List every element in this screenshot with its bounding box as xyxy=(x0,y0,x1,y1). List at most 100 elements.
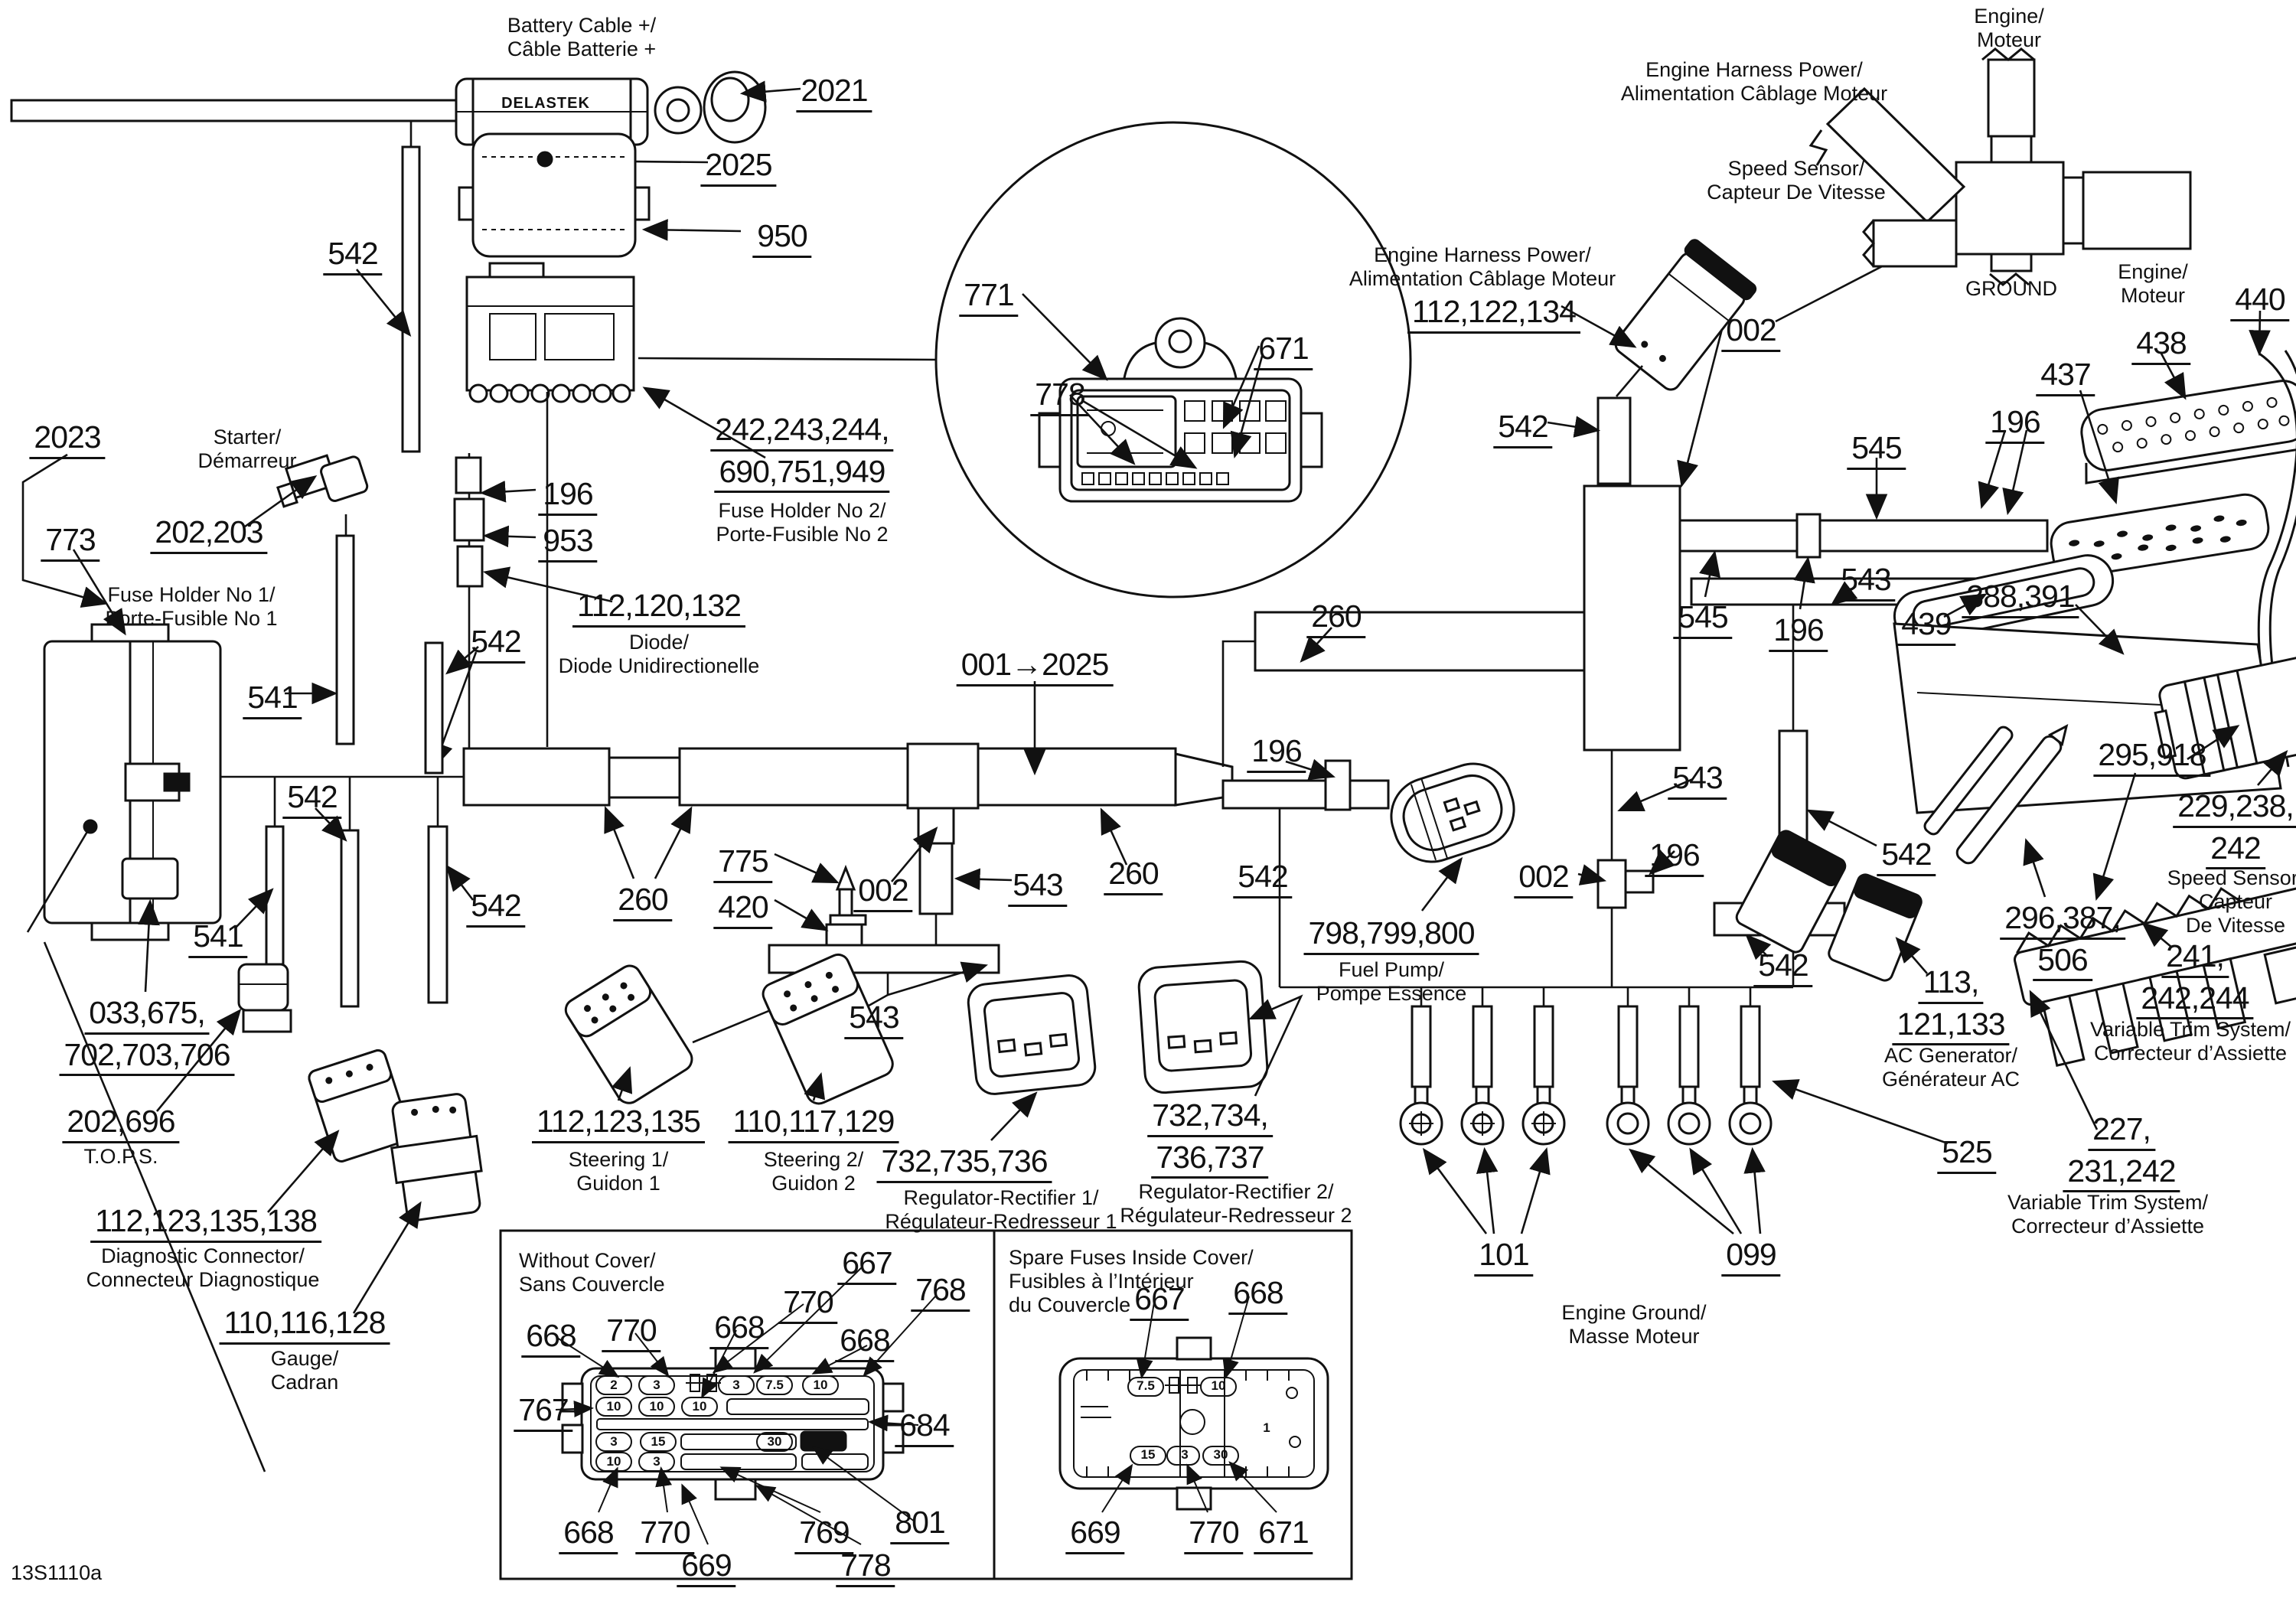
fuse-value: 10 xyxy=(1211,1378,1226,1393)
callout-668-tl: 668 xyxy=(521,1318,581,1360)
callout-229-238-242: 229,238,242 xyxy=(2173,788,2296,872)
callout-545-a: 545 xyxy=(1673,599,1733,641)
callout-437: 437 xyxy=(2036,357,2095,399)
label-engine-harness-power-2: Engine Harness Power/Alimentation Câblag… xyxy=(1349,243,1616,290)
label-ac-generator: AC Generator/Générateur AC xyxy=(1881,1044,2020,1091)
fuse-value: 30 xyxy=(1213,1447,1228,1462)
label-tops: T.O.P.S. xyxy=(83,1145,158,1168)
label-steering-1: Steering 1/Guidon 1 xyxy=(568,1148,669,1195)
callout-770-t: 770 xyxy=(778,1284,838,1326)
callout-767: 767 xyxy=(514,1392,573,1434)
fuse-value: 15 xyxy=(1140,1447,1156,1462)
callout-543-a: 543 xyxy=(1008,867,1068,909)
callout-101: 101 xyxy=(1474,1237,1534,1279)
callout-669-l: 669 xyxy=(677,1547,736,1590)
callout-260-c: 260 xyxy=(1104,856,1163,898)
callout-001-2025: 001→2025 xyxy=(956,647,1114,689)
fuse-value: 3 xyxy=(653,1454,660,1469)
relay-950 xyxy=(458,132,742,258)
callout-778-inset: 778 xyxy=(1030,377,1090,419)
callout-775: 775 xyxy=(713,843,773,885)
callout-953: 953 xyxy=(538,523,598,565)
label-regulator-rectifier-1: Regulator-Rectifier 1/Régulateur-Redress… xyxy=(885,1186,1117,1233)
callout-668-tr: 668 xyxy=(835,1322,895,1365)
fuse-value: 1 xyxy=(1263,1420,1270,1435)
callout-196-a: 196 xyxy=(538,476,598,518)
main-harness-trunk xyxy=(462,611,1586,945)
callout-196-b: 196 xyxy=(1769,612,1828,654)
label-fuse-holder-1: Fuse Holder No 1/Porte-Fusible No 1 xyxy=(105,583,278,630)
steering-connector-2 xyxy=(762,953,894,1105)
callout-950: 950 xyxy=(752,218,812,260)
callout-525: 525 xyxy=(1937,1134,1997,1176)
fuel-pump-connector xyxy=(1390,762,1515,863)
callout-2023: 2023 xyxy=(29,419,106,461)
callout-671-inset: 671 xyxy=(1254,331,1313,373)
callout-770-tl: 770 xyxy=(602,1313,661,1355)
callout-439: 439 xyxy=(1896,606,1956,648)
callout-296-387-506: 296,387,506 xyxy=(2000,900,2125,983)
callout-773: 773 xyxy=(41,522,100,564)
fuse-value: 10 xyxy=(813,1378,828,1392)
callout-542-g: 542 xyxy=(1753,947,1813,990)
callout-541-b: 541 xyxy=(188,918,248,960)
fuse-value: 3 xyxy=(653,1378,660,1392)
callout-033-675-702-703-706: 033,675,702,703,706 xyxy=(59,995,235,1078)
callout-671-r: 671 xyxy=(1254,1515,1313,1557)
label-fuse-holder-2: Fuse Holder No 2/Porte-Fusible No 2 xyxy=(716,499,889,546)
callout-542-f: 542 xyxy=(1493,409,1553,451)
regulator-rectifier-2-connector xyxy=(1137,960,1269,1094)
callout-542-d: 542 xyxy=(466,888,526,930)
without-cover-box xyxy=(499,1229,996,1580)
callout-196-d: 196 xyxy=(1985,404,2045,446)
callout-543-d: 543 xyxy=(1668,760,1727,802)
callout-260-b: 260 xyxy=(1306,598,1366,641)
callout-110-117-129: 110,117,129 xyxy=(728,1104,899,1146)
fuse-value: 2 xyxy=(610,1378,618,1392)
fuse-value: 15 xyxy=(651,1434,666,1449)
callout-295-918: 295,918 xyxy=(2093,737,2211,779)
callout-002-a: 002 xyxy=(853,872,913,915)
callout-196-c: 196 xyxy=(1645,837,1704,879)
callout-542-c: 542 xyxy=(282,779,342,821)
callout-113-121-133: 113,121,133 xyxy=(1892,964,2010,1048)
label-delastek: DELASTEK xyxy=(501,95,590,112)
fuse-value: 10 xyxy=(649,1399,664,1414)
callout-542-b: 542 xyxy=(466,624,526,666)
label-without-cover: Without Cover/Sans Couvercle xyxy=(519,1249,665,1296)
engine-ground-bus xyxy=(1278,808,1793,1235)
speed-sensor-connector xyxy=(2154,656,2296,780)
callout-440: 440 xyxy=(2230,282,2290,324)
callout-002-b: 002 xyxy=(1721,312,1781,354)
callout-801: 801 xyxy=(890,1505,950,1547)
callout-110-116-128: 110,116,128 xyxy=(219,1305,390,1347)
callout-099: 099 xyxy=(1721,1237,1781,1279)
fuse-value: 3 xyxy=(732,1378,740,1392)
callout-770-b: 770 xyxy=(635,1515,695,1557)
callout-771: 771 xyxy=(959,277,1019,319)
label-ground: GROUND xyxy=(1965,277,2057,300)
callout-667-r: 667 xyxy=(1130,1281,1189,1323)
callout-778-box: 778 xyxy=(836,1547,895,1590)
label-diode: Diode/Diode Unidirectionelle xyxy=(558,631,760,677)
fuse-value: 10 xyxy=(606,1399,621,1414)
fuse-value: 7.5 xyxy=(765,1378,784,1392)
label-speed-sensor-top: Speed Sensor/Capteur De Vitesse xyxy=(1707,157,1886,204)
callout-112-122-134: 112,122,134 xyxy=(1407,294,1580,336)
label-starter: Starter/Démarreur xyxy=(197,426,297,472)
label-diagnostic-connector: Diagnostic Connector/Connecteur Diagnost… xyxy=(86,1244,320,1291)
callout-668-tc: 668 xyxy=(709,1309,769,1352)
callout-438: 438 xyxy=(2131,325,2191,367)
callout-769: 769 xyxy=(794,1515,854,1557)
callout-242-243-244-690-751-949: 242,243,244,690,751,949 xyxy=(710,412,894,495)
callout-202-696: 202,696 xyxy=(62,1104,180,1146)
callout-2021: 2021 xyxy=(796,73,872,115)
regulator-rectifier-1-connector xyxy=(967,974,1097,1095)
callout-669-r: 669 xyxy=(1065,1515,1125,1557)
callout-684: 684 xyxy=(895,1407,954,1450)
ring-terminals xyxy=(1399,987,1773,1146)
inset-circle xyxy=(638,121,1412,598)
fuse-value: 3 xyxy=(610,1434,618,1449)
